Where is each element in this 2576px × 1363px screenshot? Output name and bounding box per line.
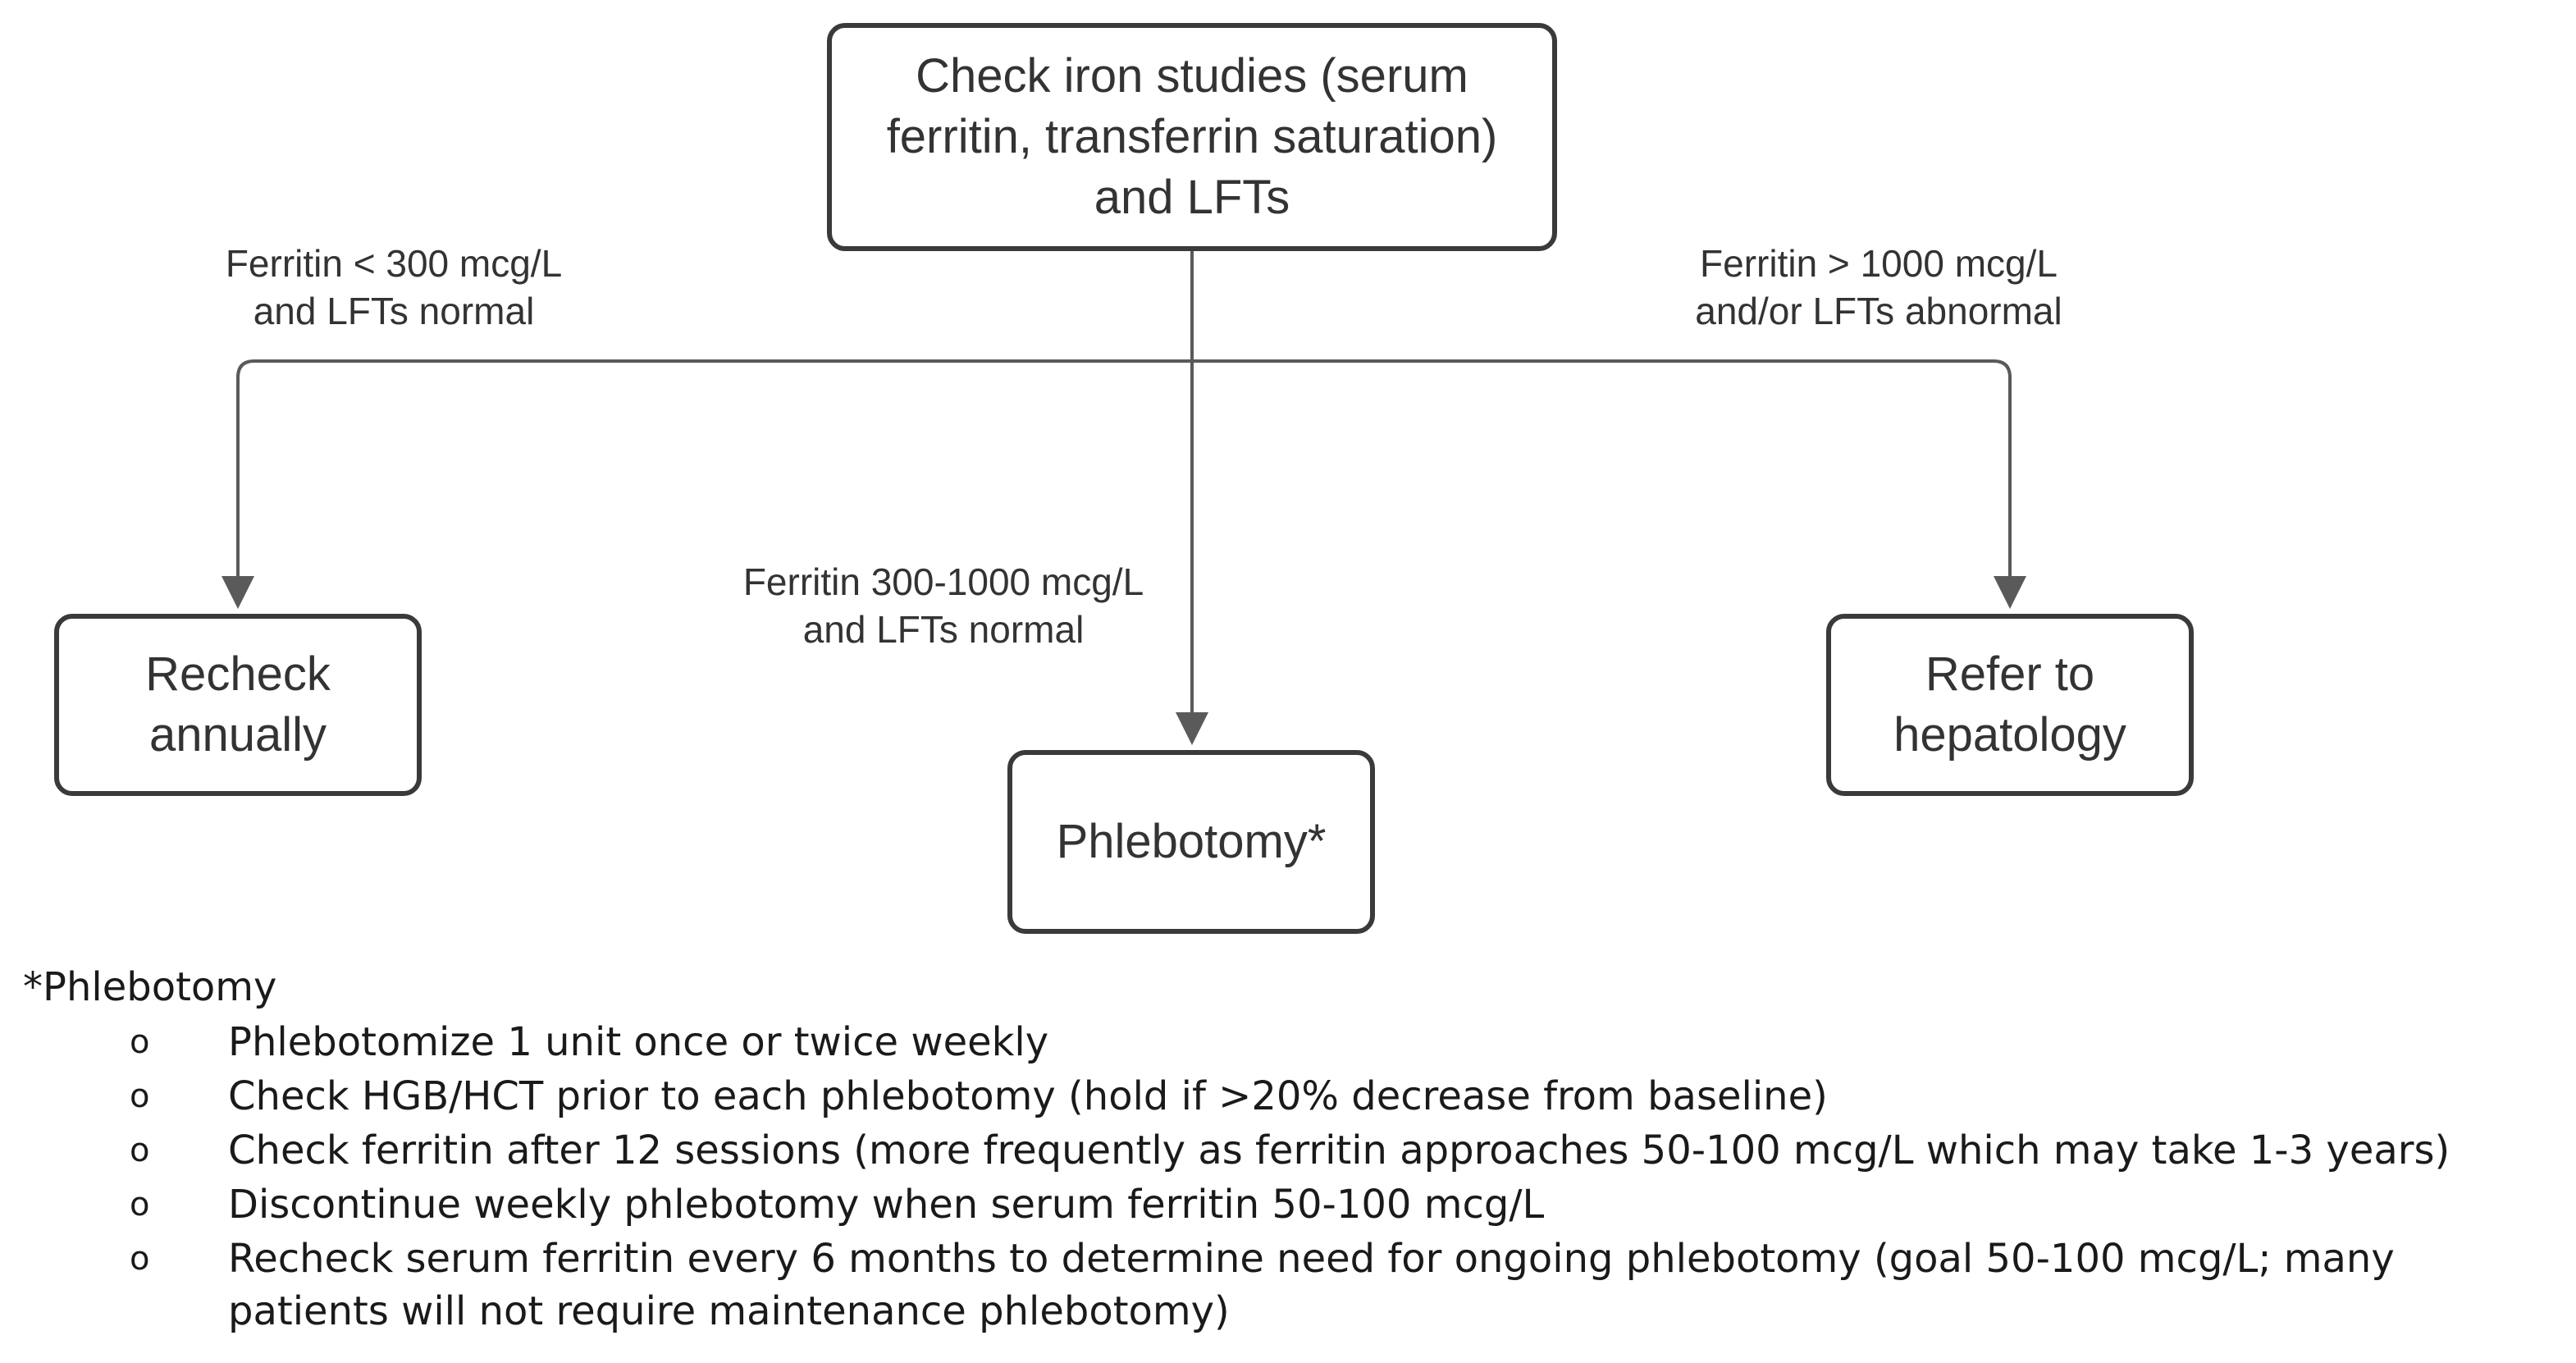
- note-text: Recheck serum ferritin every 6 months to…: [228, 1236, 2395, 1334]
- branch-right-line-2: and/or LFTs abnormal: [1695, 290, 2062, 332]
- bullet-icon: o: [130, 1077, 150, 1115]
- branch-label-mid-ferritin: Ferritin 300-1000 mcg/L and LFTs normal: [697, 558, 1190, 653]
- note-text: Check HGB/HCT prior to each phlebotomy (…: [228, 1073, 1828, 1119]
- branch-label-high-ferritin: Ferritin > 1000 mcg/L and/or LFTs abnorm…: [1641, 240, 2117, 335]
- right-box-line-2: hepatology: [1893, 708, 2126, 762]
- top-box-line-2: ferritin, transferrin saturation): [886, 110, 1498, 163]
- branch-mid-line-1: Ferritin 300-1000 mcg/L: [742, 560, 1144, 603]
- notes-title: *Phlebotomy: [23, 964, 277, 1010]
- note-text: Discontinue weekly phlebotomy when serum…: [228, 1182, 1545, 1228]
- recheck-annually-box: Recheck annually: [54, 614, 422, 796]
- branch-label-low-ferritin: Ferritin < 300 mcg/L and LFTs normal: [189, 240, 599, 335]
- list-item: o Discontinue weekly phlebotomy when ser…: [23, 1178, 2566, 1231]
- list-item: o Check HGB/HCT prior to each phlebotomy…: [23, 1070, 2566, 1123]
- list-item: o Phlebotomize 1 unit once or twice week…: [23, 1016, 2566, 1068]
- split-line-left: [222, 359, 1192, 609]
- list-item: o Recheck serum ferritin every 6 months …: [23, 1233, 2566, 1338]
- bullet-icon: o: [130, 1023, 150, 1061]
- mid-box-line-1: Phlebotomy*: [1056, 815, 1327, 868]
- bullet-icon: o: [130, 1132, 150, 1169]
- note-text: Check ferritin after 12 sessions (more f…: [228, 1127, 2450, 1173]
- check-iron-studies-box: Check iron studies (serum ferritin, tran…: [827, 23, 1557, 251]
- phlebotomy-box: Phlebotomy*: [1007, 750, 1375, 934]
- branch-right-line-1: Ferritin > 1000 mcg/L: [1700, 242, 2058, 285]
- branch-mid-line-2: and LFTs normal: [802, 608, 1085, 651]
- list-item: o Check ferritin after 12 sessions (more…: [23, 1124, 2566, 1177]
- branch-left-line-1: Ferritin < 300 mcg/L: [225, 242, 563, 285]
- note-text: Phlebotomize 1 unit once or twice weekly: [228, 1019, 1049, 1065]
- phlebotomy-notes: *Phlebotomy o Phlebotomize 1 unit once o…: [23, 962, 2566, 1339]
- notes-list: o Phlebotomize 1 unit once or twice week…: [23, 1016, 2566, 1338]
- refer-to-hepatology-box: Refer to hepatology: [1826, 614, 2194, 796]
- branch-left-line-2: and LFTs normal: [253, 290, 535, 332]
- top-box-line-3: and LFTs: [1094, 171, 1290, 224]
- top-box-line-1: Check iron studies (serum: [916, 49, 1468, 103]
- left-box-line-1: Recheck: [145, 647, 331, 701]
- split-line-right: [1192, 359, 2026, 609]
- right-box-line-1: Refer to: [1925, 647, 2095, 701]
- left-box-line-2: annually: [148, 708, 327, 762]
- bullet-icon: o: [130, 1186, 150, 1223]
- bullet-icon: o: [130, 1240, 150, 1278]
